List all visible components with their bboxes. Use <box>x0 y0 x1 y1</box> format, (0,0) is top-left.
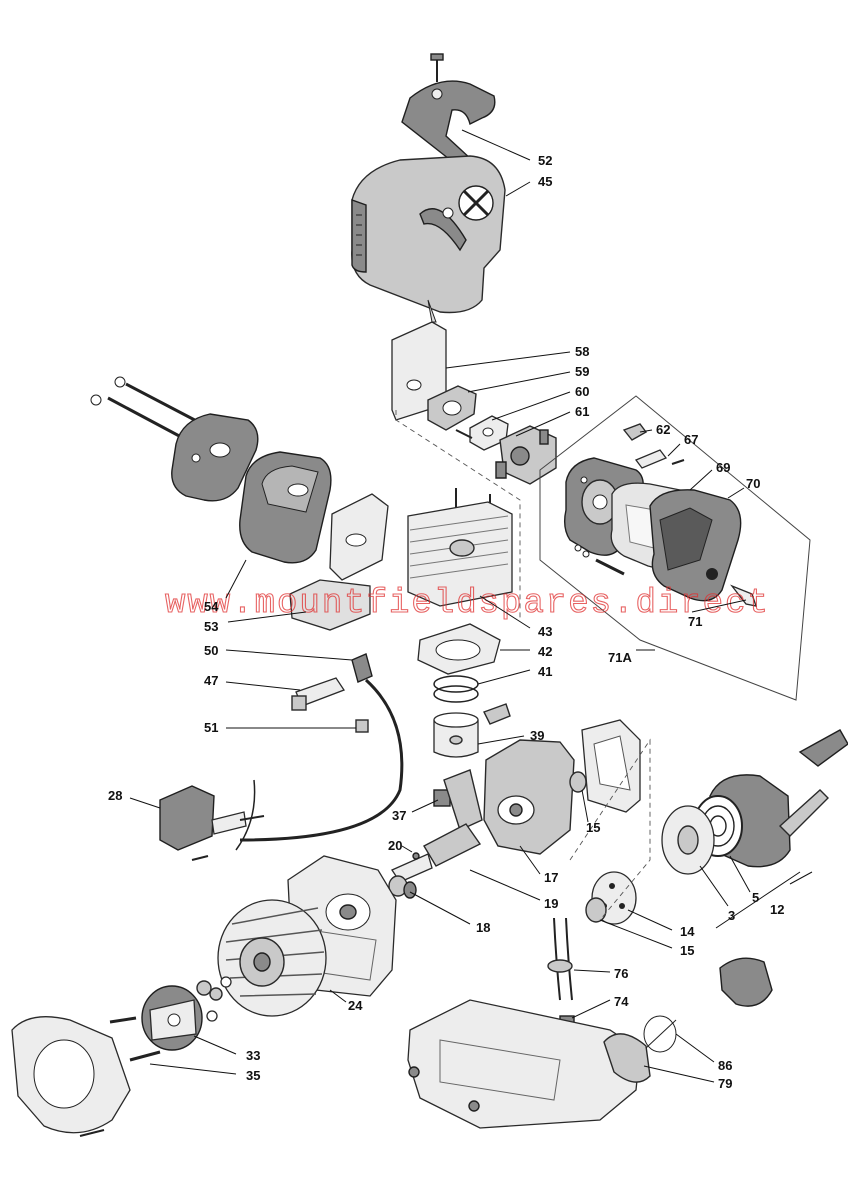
callout-39: 39 <box>530 728 544 743</box>
callout-79: 79 <box>718 1076 732 1091</box>
fuel-cap-part <box>643 957 773 1053</box>
callout-12: 12 <box>770 902 784 917</box>
callout-70: 70 <box>746 476 760 491</box>
starter-reel-part <box>661 805 715 875</box>
callout-62: 62 <box>656 422 670 437</box>
seal-part <box>569 771 587 793</box>
intake-spacer-part <box>427 385 477 431</box>
spark-plug-part <box>291 677 345 711</box>
callout-42: 42 <box>538 644 552 659</box>
callout-37: 37 <box>392 808 406 823</box>
crankshaft-part <box>391 769 483 883</box>
callout-69: 69 <box>716 460 730 475</box>
callout-35: 35 <box>246 1068 260 1083</box>
fuel-lines-part <box>547 917 573 1001</box>
muffler-guard-part <box>171 413 259 502</box>
carburettor-part <box>495 425 557 485</box>
starter-washer-part <box>585 897 607 923</box>
callout-67: 67 <box>684 432 698 447</box>
clutch-housing-part <box>11 1016 131 1137</box>
nut-part <box>355 719 369 733</box>
callout-3: 3 <box>728 908 735 923</box>
insulator-plate-part <box>391 299 447 421</box>
engine-shroud-part <box>351 155 506 314</box>
spark-plug-cap-part <box>351 653 373 683</box>
filter-screw-part <box>574 544 625 576</box>
base-gasket-part <box>417 623 501 675</box>
callout-17: 17 <box>544 870 558 885</box>
exhaust-gasket-part <box>329 493 389 581</box>
group-outline <box>395 410 521 620</box>
clutch-part <box>141 985 203 1051</box>
callout-86: 86 <box>718 1058 732 1073</box>
watermark: www.mountfieldspares.direct <box>165 585 770 623</box>
heat-shield-part <box>289 579 371 631</box>
callout-18: 18 <box>476 920 490 935</box>
callout-19: 19 <box>544 896 558 911</box>
callout-15-upper: 15 <box>586 820 600 835</box>
callout-52: 52 <box>538 153 552 168</box>
callout-24: 24 <box>348 998 363 1013</box>
callout-47: 47 <box>204 673 218 688</box>
leader-lines <box>129 129 813 1083</box>
callout-14: 14 <box>680 924 695 939</box>
callout-60: 60 <box>575 384 589 399</box>
callout-51: 51 <box>204 720 218 735</box>
muffler-part <box>239 451 332 564</box>
choke-lever-part <box>622 423 685 469</box>
top-cover-clip-part <box>401 53 496 167</box>
callout-50: 50 <box>204 643 218 658</box>
callout-61: 61 <box>575 404 589 419</box>
callout-58: 58 <box>575 344 589 359</box>
callout-54: 54 <box>204 599 219 614</box>
crankcase-gasket-part <box>581 719 641 813</box>
callout-43: 43 <box>538 624 552 639</box>
flywheel-nut-part <box>196 976 232 1001</box>
callout-71: 71 <box>688 614 702 629</box>
callout-15-lower: 15 <box>680 943 694 958</box>
callout-33: 33 <box>246 1048 260 1063</box>
piston-rings-part <box>433 675 479 703</box>
callout-45: 45 <box>538 174 552 189</box>
callout-71A: 71A <box>608 650 632 665</box>
air-filter-cover-part <box>649 489 757 607</box>
callout-53: 53 <box>204 619 218 634</box>
callout-5: 5 <box>752 890 759 905</box>
cylinder-part <box>407 488 513 607</box>
callout-74: 74 <box>614 994 629 1009</box>
callout-28: 28 <box>108 788 122 803</box>
callout-59: 59 <box>575 364 589 379</box>
ignition-coil-part <box>159 779 265 861</box>
piston-part <box>433 703 511 758</box>
air-filter-group-outline <box>539 395 811 701</box>
callout-76: 76 <box>614 966 628 981</box>
callout-41: 41 <box>538 664 552 679</box>
flywheel-part <box>217 899 327 1017</box>
crankcase-half-part <box>483 739 575 855</box>
starter-group-outline <box>569 738 651 921</box>
callout-20: 20 <box>388 838 402 853</box>
ht-lead-part <box>239 678 404 842</box>
fuel-tank-part <box>407 999 651 1129</box>
clutch-bolts-part <box>109 1010 218 1062</box>
